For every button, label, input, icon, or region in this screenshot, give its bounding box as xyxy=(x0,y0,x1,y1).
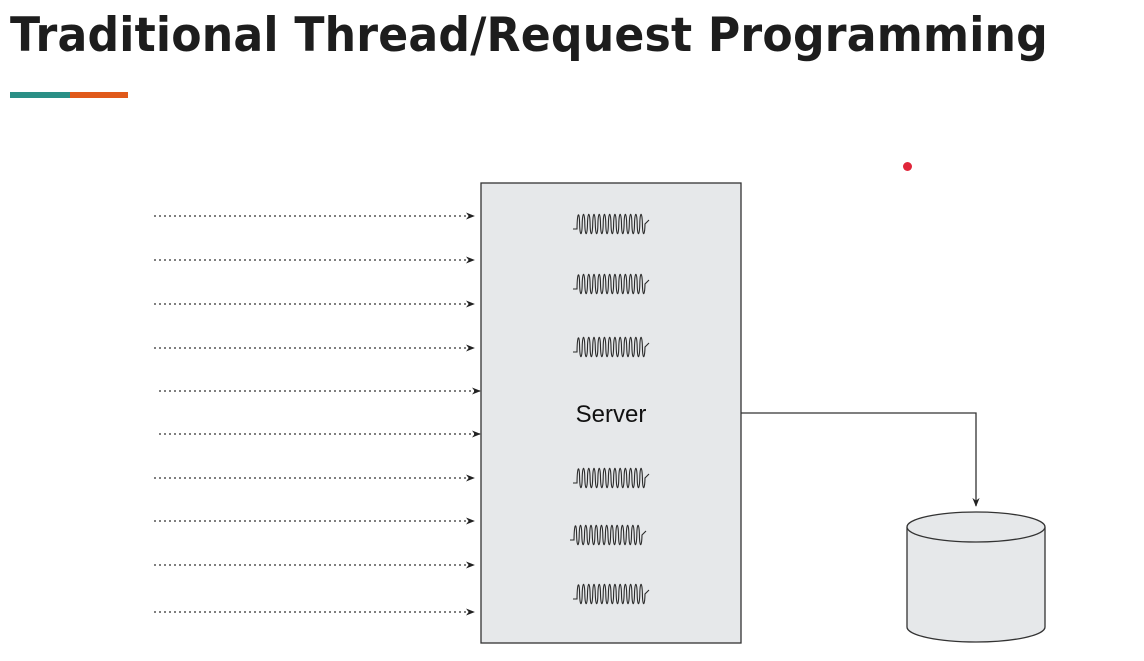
database-icon xyxy=(906,511,1046,643)
server-box xyxy=(480,182,742,644)
server-label: Server xyxy=(576,401,647,428)
thread-icon xyxy=(573,273,650,295)
incoming-requests xyxy=(154,212,481,616)
server-threads xyxy=(570,213,650,605)
title-underline-orange xyxy=(70,92,128,98)
thread-icon xyxy=(570,524,647,546)
slide-title: Traditional Thread/Request Programming xyxy=(10,8,1048,63)
title-underline-teal xyxy=(10,92,70,98)
laser-pointer-dot xyxy=(903,162,912,171)
thread-icon xyxy=(573,213,650,235)
server-to-database-connector xyxy=(741,412,980,507)
thread-icon xyxy=(573,467,650,489)
thread-icon xyxy=(573,583,650,605)
thread-icon xyxy=(573,336,650,358)
